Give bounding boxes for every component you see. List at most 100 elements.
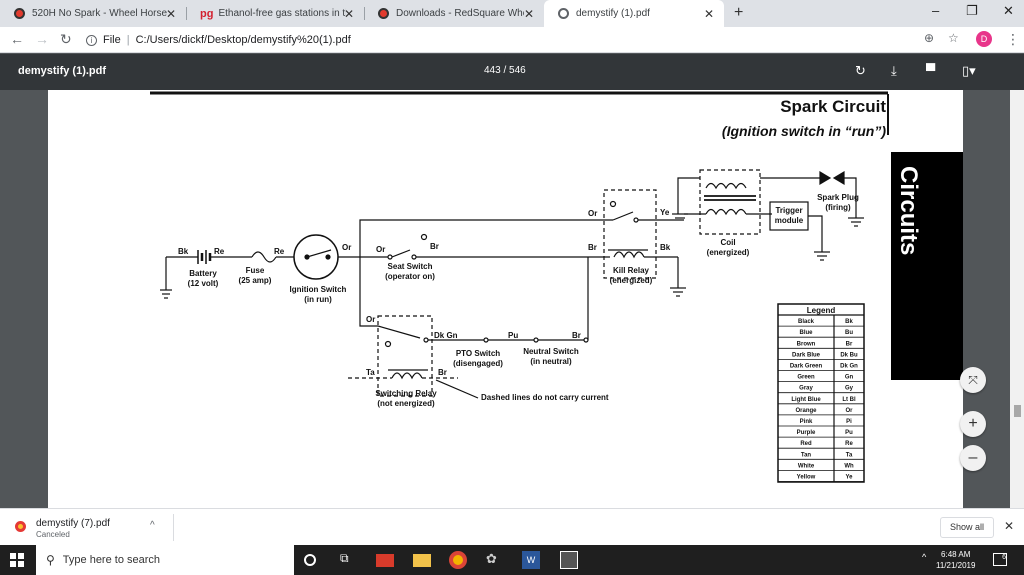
legend-color-code: Pu (845, 430, 853, 436)
ignition-switch-symbol (293, 234, 339, 280)
profile-avatar[interactable]: D (976, 31, 992, 47)
close-shelf-icon[interactable]: ✕ (1004, 519, 1015, 533)
switching-relay-sublabel: (not energized) (377, 399, 435, 408)
seat-switch-label: Seat Switch (388, 262, 433, 271)
tab-close-icon[interactable]: ✕ (523, 6, 534, 21)
legend-color-code: Wh (844, 463, 854, 469)
chevron-up-icon[interactable]: ^ (922, 552, 927, 562)
chevron-up-icon[interactable]: ^ (150, 520, 155, 531)
kill-relay-label: Kill Relay (613, 266, 650, 275)
address-bar[interactable]: i File | C:/Users/dickf/Desktop/demystif… (86, 30, 926, 50)
legend-color-code: Dk Gn (840, 364, 858, 370)
rotate-icon[interactable]: ↻ (855, 63, 866, 78)
fit-page-icon[interactable]: ⤧ (960, 367, 986, 393)
info-icon[interactable]: i (86, 34, 97, 46)
tab-demystify-pdf[interactable]: demystify (1).pdf ✕ (544, 0, 724, 27)
network-app-icon[interactable]: ✿ (486, 551, 497, 566)
fuse-sublabel: (25 amp) (239, 276, 272, 285)
legend-color-name: Black (798, 319, 815, 325)
pdf-viewer[interactable]: Spark Circuit (Ignition switch in “run”)… (0, 90, 1024, 508)
back-arrow-icon[interactable]: ← (10, 31, 24, 47)
print-icon[interactable]: ▀ (926, 63, 936, 78)
photos-icon[interactable] (560, 551, 578, 569)
tab-downloads[interactable]: Downloads - RedSquare Wheel H ✕ (364, 0, 544, 27)
mail-icon[interactable] (376, 554, 394, 567)
coil-sublabel: (energized) (707, 248, 750, 257)
note-leader (435, 379, 479, 399)
legend-color-name: Purple (797, 430, 816, 436)
bookmark-star-icon[interactable]: ☆ (948, 31, 959, 45)
reload-icon[interactable]: ↻ (60, 31, 72, 47)
pto-switch-contact (483, 337, 489, 343)
kill-relay-box (603, 189, 657, 279)
new-tab-button[interactable]: + (734, 4, 744, 21)
minimize-icon[interactable]: – (932, 3, 940, 18)
switching-relay-coil-icon (391, 372, 423, 380)
zoom-in-button[interactable]: + (960, 411, 986, 437)
tab-ethanol[interactable]: pg Ethanol-free gas stations in the U ✕ (186, 0, 364, 27)
bookmark-icon[interactable]: ▯▾ (962, 63, 976, 78)
legend-color-code: Bk (845, 319, 853, 325)
switching-relay-contact (423, 337, 429, 343)
tab-close-icon[interactable]: ✕ (703, 6, 714, 21)
kill-relay-contact (609, 200, 617, 208)
legend-color-name: Orange (795, 408, 817, 414)
spark-circuit-diagram: Spark Circuit (Ignition switch in “run”)… (150, 91, 963, 483)
legend-title: Legend (807, 306, 836, 315)
kill-relay-sublabel: (energized) (610, 276, 653, 285)
wire-label: Ta (366, 368, 375, 377)
wire (677, 177, 700, 214)
legend-color-name: Dark Blue (792, 352, 821, 358)
side-tab-label: Circuits (895, 166, 922, 255)
download-filename[interactable]: demystify (7).pdf (36, 518, 110, 529)
close-window-icon[interactable]: ✕ (1003, 3, 1014, 18)
notification-icon[interactable]: 6 (993, 553, 1007, 566)
word-icon[interactable]: W (522, 551, 540, 569)
spark-plug-icon (819, 170, 832, 186)
coil-secondary-icon (705, 182, 747, 190)
legend-color-name: Yellow (797, 475, 816, 481)
scrollbar-thumb[interactable] (1014, 405, 1021, 417)
fuse-symbol (251, 251, 277, 263)
wheel-horse-favicon-icon (14, 8, 25, 19)
file-explorer-icon[interactable] (413, 554, 431, 567)
clock-time: 6:48 AM (941, 550, 971, 559)
tab-wheel-horse[interactable]: 520H No Spark - Wheel Horse Tr ✕ (0, 0, 186, 27)
taskbar-clock[interactable]: 6:48 AM 11/21/2019 (936, 549, 975, 571)
battery-sublabel: (12 volt) (188, 279, 219, 288)
zoom-icon[interactable]: ⊕ (924, 31, 935, 45)
windows-start-icon[interactable] (10, 553, 24, 567)
ignition-label: Ignition Switch (290, 285, 347, 294)
url-text[interactable]: C:/Users/dickf/Desktop/demystify%20(1).p… (135, 34, 351, 46)
page-counter[interactable]: 443 / 546 (484, 65, 526, 76)
task-view-icon[interactable]: ⧉ (340, 551, 349, 565)
cortana-icon[interactable] (304, 554, 316, 566)
legend-color-name: Tan (801, 452, 812, 458)
side-tab (891, 152, 963, 380)
kill-relay-blade (612, 211, 634, 221)
zoom-out-button[interactable]: – (960, 445, 986, 471)
wire-label: Br (430, 242, 439, 251)
tab-close-icon[interactable]: ✕ (343, 6, 354, 21)
legend-color-code: Ta (846, 452, 853, 458)
taskbar-search[interactable]: ⚲ Type here to search (36, 545, 294, 575)
maximize-icon[interactable]: ❐ (966, 3, 978, 18)
chrome-icon[interactable] (449, 551, 467, 569)
wire (844, 177, 857, 218)
show-all-button[interactable]: Show all (940, 517, 994, 538)
forward-arrow-icon[interactable]: → (35, 31, 49, 47)
wheel-horse-favicon-icon (378, 8, 389, 19)
tab-close-icon[interactable]: ✕ (165, 6, 176, 21)
download-icon[interactable]: ⤓ (891, 63, 897, 78)
tab-title: demystify (1).pdf (576, 8, 650, 19)
legend-color-name: White (798, 463, 815, 469)
fuse-label: Fuse (246, 266, 265, 275)
legend-color-name: Red (800, 441, 812, 447)
menu-dots-icon[interactable]: ⋮ (1006, 31, 1020, 47)
document-favicon-icon (558, 8, 569, 19)
scrollbar[interactable] (1010, 90, 1024, 508)
wire-label: Or (376, 245, 385, 254)
coil-box (699, 169, 761, 235)
legend-color-name: Green (797, 375, 815, 381)
